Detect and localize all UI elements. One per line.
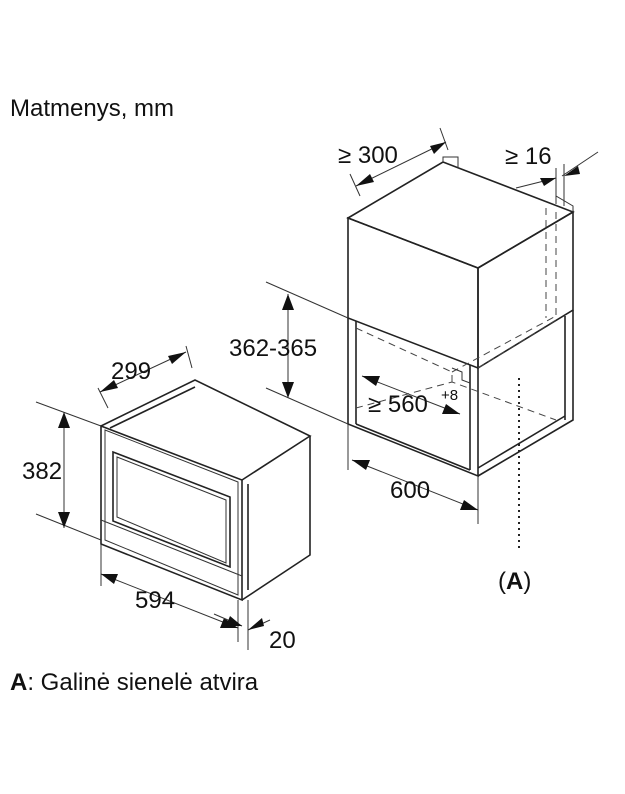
niche-upper-side (477, 210, 574, 370)
oven-depth-label: 299 (111, 358, 151, 385)
niche-hidden-7 (477, 319, 557, 369)
niche-upper-top (346, 161, 575, 269)
legend: A: Galinė sienelė atvira (10, 669, 258, 697)
niche-bottom-edge (355, 423, 471, 471)
oven-height-label: 382 (22, 458, 62, 485)
niche-bottom-side (477, 415, 566, 469)
oven-front-inner (104, 429, 239, 596)
oven-front-panel (100, 424, 243, 602)
dimension-lines (35, 127, 599, 650)
niche-inner-width-label: ≥ 560 (368, 391, 428, 418)
oven-body-top (100, 379, 312, 481)
niche-gap-label: ≥ 16 (505, 143, 552, 170)
niche-hidden-1 (355, 327, 453, 373)
niche-notch (451, 367, 471, 384)
oven-width-label: 594 (135, 587, 175, 614)
oven-top-edge (109, 386, 196, 429)
oven-control-strip (100, 519, 243, 577)
niche-height-label: 362-365 (229, 335, 317, 362)
oven-window (112, 450, 231, 569)
niche-upper-front (347, 216, 479, 370)
legend-key: A (10, 669, 28, 696)
diagram-title: Matmenys, mm (10, 95, 174, 122)
oven-body-side (241, 436, 311, 601)
niche-hidden-2 (451, 315, 557, 373)
niche-width-label: 600 (390, 477, 430, 504)
open-back-marker-label: (A) (498, 568, 531, 595)
niche-lower-front (347, 318, 479, 478)
niche-top-lip (442, 156, 459, 168)
niche-lower-side (477, 310, 574, 477)
niche-cabinet (346, 156, 575, 552)
oven-front-thickness-label: 20 (269, 627, 296, 654)
niche-inner-width-tolerance: +8 (441, 387, 458, 404)
oven-appliance (100, 379, 312, 602)
niche-depth-label: ≥ 300 (338, 142, 398, 169)
oven-window-inner (116, 456, 227, 564)
legend-text: : Galinė sienelė atvira (27, 669, 259, 696)
